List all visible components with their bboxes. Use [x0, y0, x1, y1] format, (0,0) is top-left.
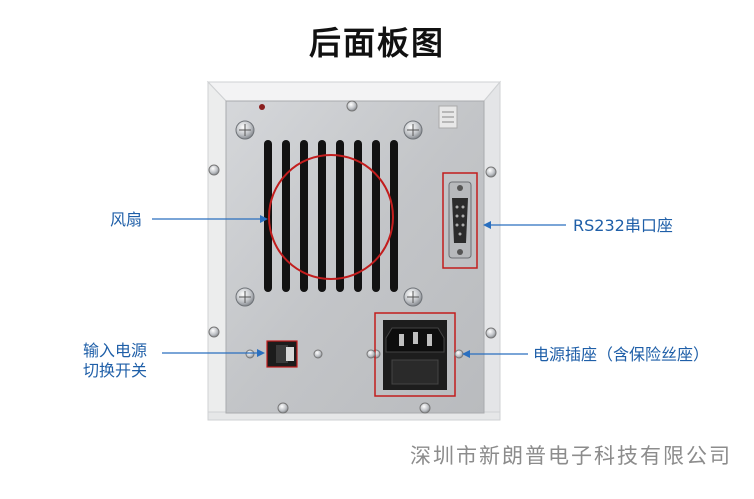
company-name: 深圳市新朗普电子科技有限公司	[410, 444, 732, 468]
callout-lines	[152, 215, 566, 358]
iec-power-inlet	[366, 312, 464, 397]
db9-serial-connector	[442, 172, 478, 269]
screw-icon	[208, 100, 497, 414]
switch-label-line1: 输入电源	[83, 341, 148, 360]
fan-label: 风扇	[110, 210, 143, 229]
label-sticker	[438, 105, 458, 129]
page-title: 后面板图	[308, 24, 445, 62]
fan-grille	[264, 140, 398, 292]
rs232-label: RS232串口座	[573, 216, 673, 235]
switch-label-line2: 切换开关	[83, 361, 148, 380]
power-socket-label: 电源插座（含保险丝座）	[533, 345, 710, 364]
voltage-selector-switch	[266, 340, 298, 368]
